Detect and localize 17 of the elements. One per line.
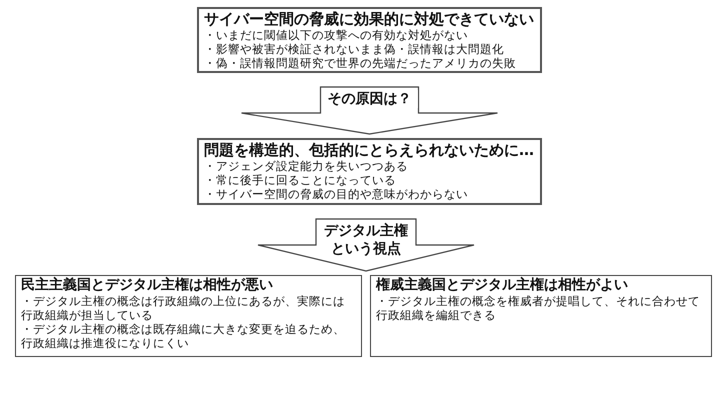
bullet-text: ・サイバー空間の脅威の目的や意味がわからない bbox=[204, 187, 469, 201]
text-box bbox=[370, 275, 712, 357]
box-heading: サイバー空間の脅威に効果的に対処できていない bbox=[204, 10, 535, 28]
bullet-text: ・いまだに閾値以下の攻撃への有効な対処がない bbox=[204, 28, 469, 42]
text-box bbox=[15, 275, 362, 357]
bullet-text: ・アジェンダ設定能力を失いつつある bbox=[204, 159, 409, 173]
bullet-text: ・デジタル主権の概念は既存組織に大きな変更を迫るため、行政組織は推進役になりにくい bbox=[21, 322, 346, 350]
text-box bbox=[197, 7, 542, 73]
bullet-text: ・デジタル主権の概念を権威者が提唱して、それに合わせて行政組織を編組できる bbox=[376, 294, 701, 322]
text-box bbox=[197, 138, 542, 205]
box-heading: 民主主義国とデジタル主権は相性が悪い bbox=[21, 277, 274, 294]
bullet-text: ・影響や被害が検証されないまま偽・誤情報は大問題化 bbox=[204, 42, 505, 56]
bullet-text: ・偽・誤情報問題研究で世界の先端だったアメリカの失敗 bbox=[204, 56, 517, 70]
bullet-text: ・常に後手に回ることになっている bbox=[204, 173, 397, 187]
bullet-text: ・デジタル主権の概念は行政組織の上位にあるが、実際には行政組織が担当している bbox=[21, 294, 346, 322]
box-heading: 権威主義国とデジタル主権は相性がよい bbox=[376, 277, 629, 294]
box-heading: 問題を構造的、包括的にとらえられないために… bbox=[204, 141, 535, 159]
